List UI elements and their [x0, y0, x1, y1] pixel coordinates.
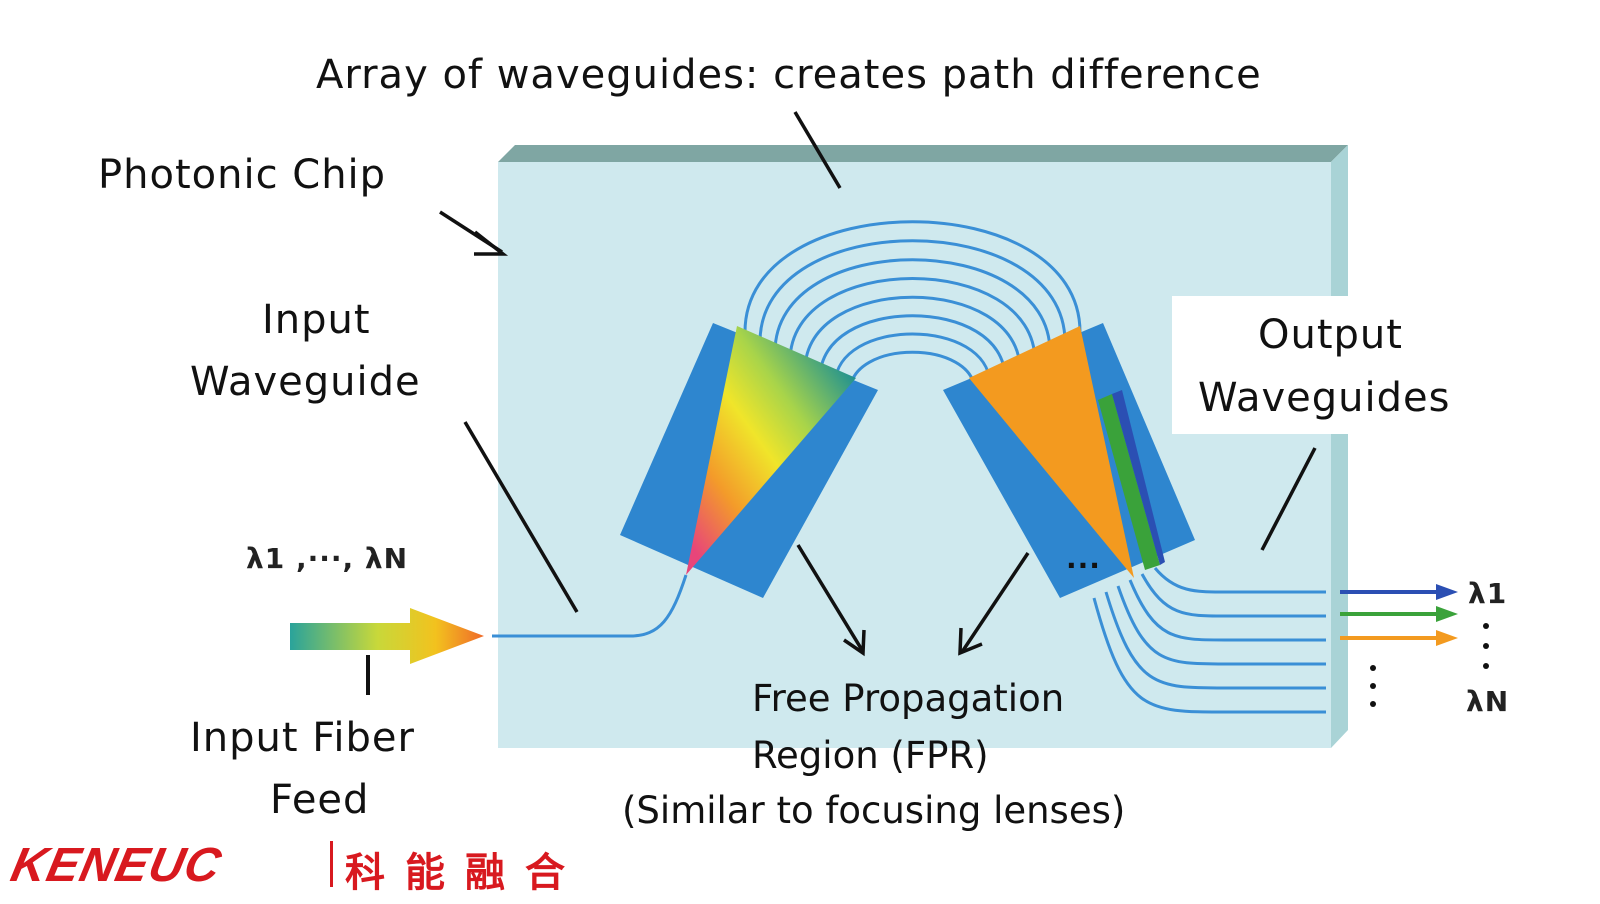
fpr-label-line1: Free Propagation [752, 677, 1065, 720]
keneuc-logo-chinese: 科能融合 [345, 850, 585, 896]
input-waveguide-label-line1: Input [262, 297, 371, 343]
input-fiber-label-line2: Feed [270, 777, 370, 823]
output-vertical-dots [1370, 623, 1489, 707]
output-label-box [1172, 296, 1384, 434]
output-fpr [943, 323, 1195, 598]
pointer-lines [439, 111, 1317, 657]
photonic-chip-label: Photonic Chip [98, 152, 387, 198]
output-lambda-1-label: λ1 [1468, 577, 1508, 610]
fpr-label-line3: (Similar to focusing lenses) [622, 789, 1126, 832]
fpr-label-line2: Region (FPR) [752, 734, 989, 777]
keneuc-logo-text: KENEUC [6, 839, 227, 892]
input-fiber-label-line1: Input Fiber [190, 715, 415, 761]
photonic-chip [498, 145, 1348, 748]
input-fiber-tick [366, 655, 370, 695]
fpr-dots: ··· [1066, 549, 1101, 582]
input-light-arrow [290, 608, 484, 664]
chip-side-face [1331, 145, 1348, 748]
chip-front-face [498, 162, 1331, 748]
output-arrows [1340, 584, 1458, 646]
output-waveguides-label-line1: Output [1258, 312, 1403, 358]
output-waveguides-label-line2: Waveguides [1198, 375, 1451, 421]
output-waveguides [1092, 567, 1326, 714]
input-waveguide [492, 574, 688, 638]
input-waveguide-label-line2: Waveguide [190, 359, 421, 405]
input-wavelengths-label: λ1 ,···, λN [246, 542, 409, 575]
chip-top-face [498, 145, 1348, 162]
input-fpr [620, 323, 878, 598]
arrayed-waveguides [743, 220, 1082, 393]
logo-divider [330, 841, 333, 887]
array-of-waveguides-label: Array of waveguides: creates path differ… [316, 52, 1262, 98]
output-lambda-n-label: λN [1466, 685, 1510, 718]
